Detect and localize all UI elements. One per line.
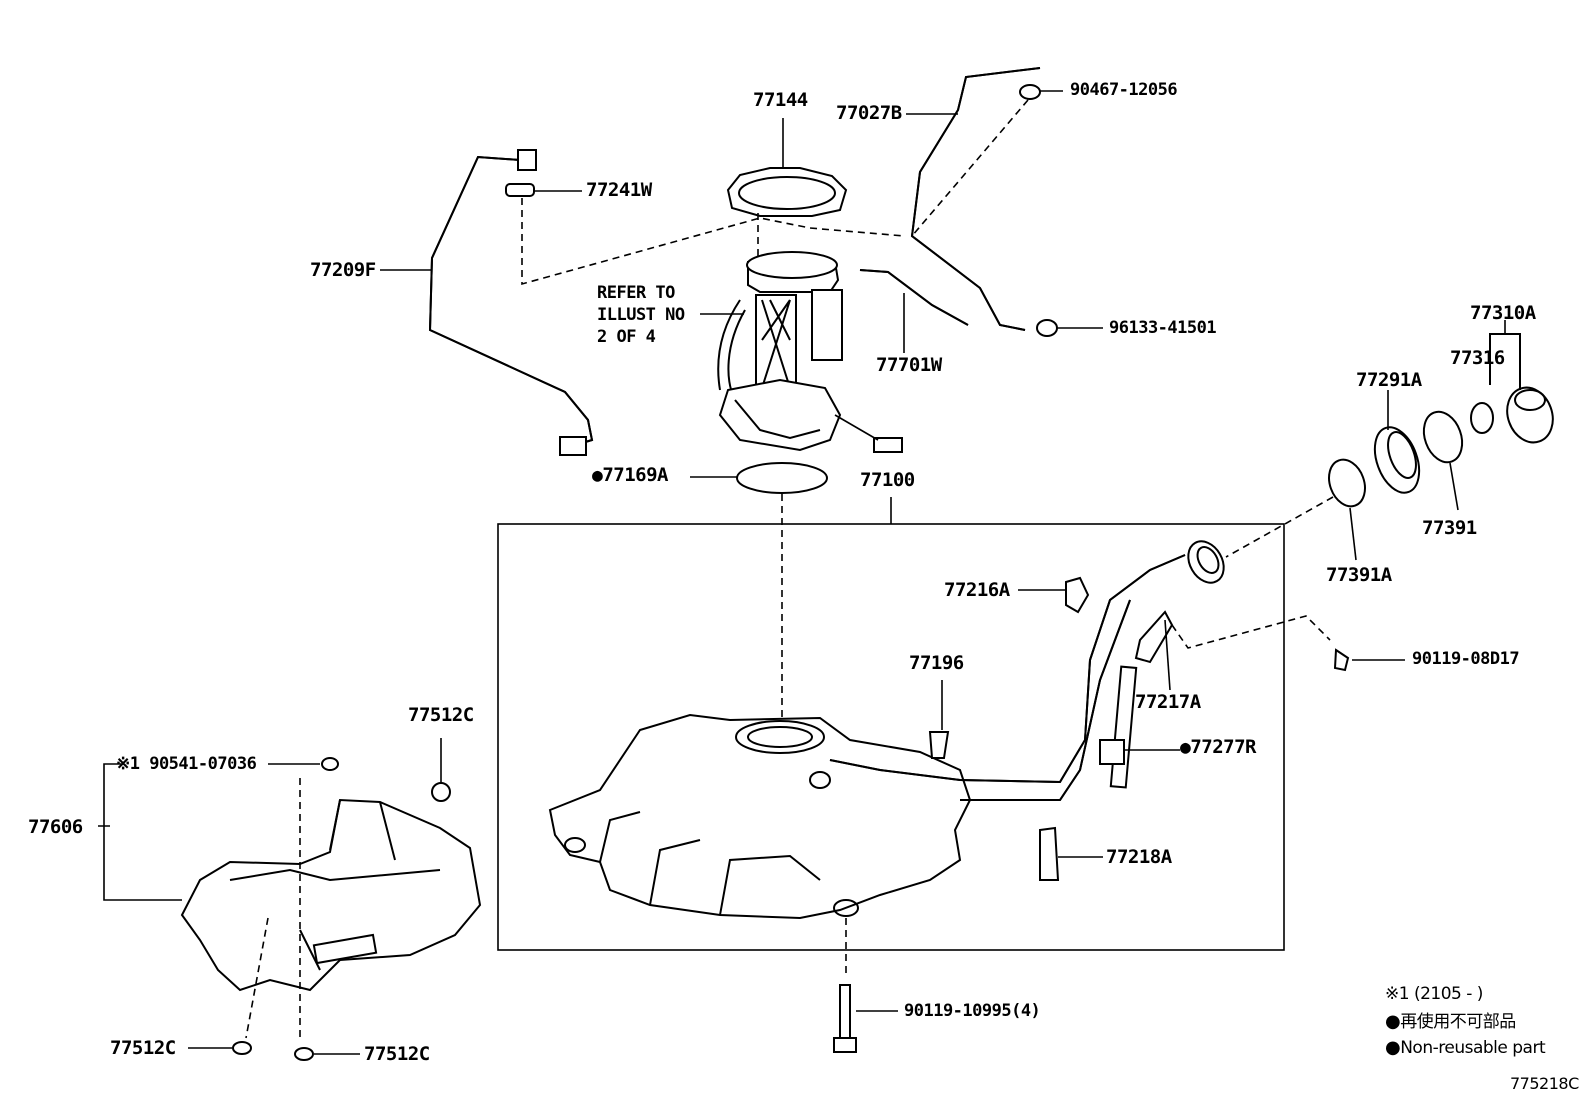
- label-77391: 77391: [1422, 517, 1477, 539]
- label-77169A: 77169A: [592, 466, 668, 485]
- bracket-77217A: [1134, 610, 1174, 664]
- retainer-ring-77144: [726, 118, 848, 217]
- refer-line-1: REFER TO: [597, 283, 675, 303]
- label-77512C-top: 77512C: [408, 704, 474, 726]
- label-77027B: 77027B: [836, 102, 902, 124]
- legend-note-1: ※1 (2105 - ): [1385, 984, 1483, 1004]
- tube-77027B: [910, 67, 1041, 331]
- grommet-77512C-top: [431, 782, 451, 802]
- label-77144: 77144: [753, 89, 808, 111]
- label-77291A: 77291A: [1356, 369, 1422, 391]
- fuel-cap-77310A: [1489, 320, 1554, 444]
- vent-tube-77277R: [1109, 665, 1138, 789]
- label-90541-07036: ※1 90541-07036: [116, 754, 257, 774]
- label-77100: 77100: [860, 469, 915, 491]
- legend-jp: 再使用不可部品: [1385, 1013, 1516, 1031]
- label-77241W: 77241W: [586, 179, 652, 201]
- tube-77209F: [428, 155, 594, 447]
- label-77391A: 77391A: [1326, 564, 1392, 586]
- bolt-90119-10995: [833, 984, 898, 1053]
- gasket-77316: [1470, 402, 1494, 434]
- label-77277R: 77277R: [1180, 738, 1256, 757]
- label-77701W: 77701W: [876, 354, 942, 376]
- fuel-tank-77100: [548, 713, 972, 920]
- grommet-77512C-bl: [232, 1041, 252, 1055]
- label-90467-12056: 90467-12056: [1070, 80, 1178, 100]
- clamp-77216A: [1065, 576, 1090, 614]
- refer-line-2: ILLUST NO: [597, 305, 685, 325]
- grommet-77512C-br: [294, 1047, 314, 1061]
- figure-id: 775218C: [1510, 1074, 1579, 1093]
- label-77606: 77606: [28, 816, 83, 838]
- label-96133-41501: 96133-41501: [1109, 318, 1217, 338]
- label-77196: 77196: [909, 652, 964, 674]
- label-77217A: 77217A: [1135, 691, 1201, 713]
- gasket-77391A: [1328, 458, 1366, 508]
- label-90119-08D17: 90119-08D17: [1412, 649, 1520, 669]
- label-77216A: 77216A: [944, 579, 1010, 601]
- fuel-pump-module: [717, 251, 903, 453]
- refer-line-3: 2 OF 4: [597, 327, 656, 347]
- gasket-77169A: [736, 462, 828, 494]
- legend-en: Non-reusable part: [1385, 1039, 1545, 1057]
- gasket-77391: [1422, 410, 1464, 464]
- label-77512C-bl: 77512C: [110, 1037, 176, 1059]
- clip-77196: [928, 731, 950, 759]
- label-77512C-br: 77512C: [364, 1043, 430, 1065]
- bolt-90119-08D17: [1333, 648, 1350, 672]
- clip-77241W: [505, 183, 535, 197]
- label-90119-10995: 90119-10995(4): [904, 1001, 1041, 1021]
- label-77218A: 77218A: [1106, 846, 1172, 868]
- label-77209F: 77209F: [310, 259, 376, 281]
- label-77316: 77316: [1450, 347, 1505, 369]
- clamp-77218A: [1039, 826, 1060, 881]
- retainer-77291A: [1373, 390, 1421, 494]
- label-77310A: 77310A: [1470, 302, 1536, 324]
